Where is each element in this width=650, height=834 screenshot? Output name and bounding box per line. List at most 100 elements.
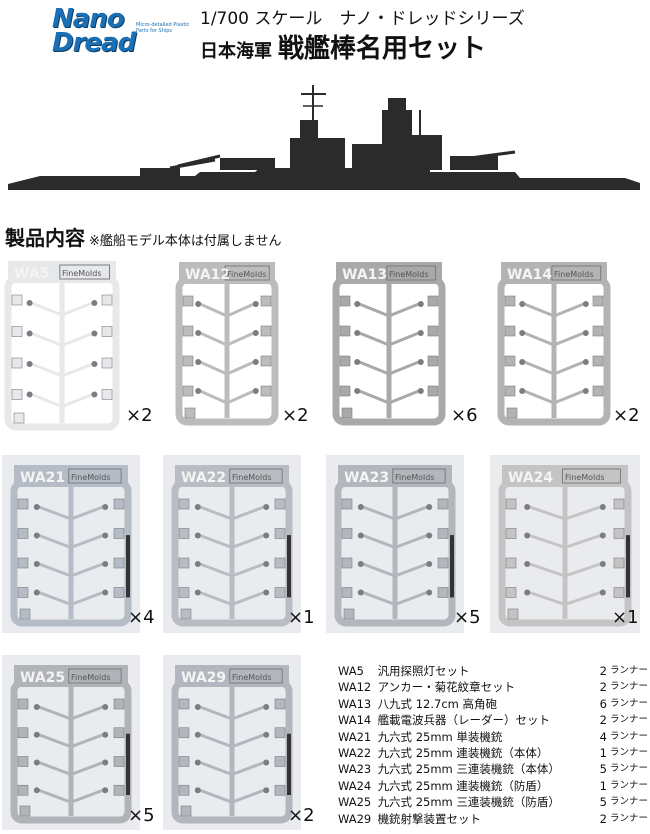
brand-label: FineMolds [395,473,435,482]
runner-count: 6 [599,696,607,711]
sprue-quantity: ×2 [282,405,309,426]
sprue-quantity: ×5 [454,607,481,628]
runner-count: 2 [599,664,607,678]
part-code: WA12 [338,680,372,695]
runner-count: 2 [599,713,607,728]
contents-note: ※艦船モデル本体は付属しません [89,234,282,249]
runner-count: 5 [599,795,607,810]
part-code: WA14 [338,713,372,728]
sprue-quantity: ×4 [128,607,155,628]
scale-series-label: 1/700 スケール ナノ・ドレッドシリーズ [200,9,525,29]
logo-line2: Dread [52,28,136,58]
brand-label: FineMolds [62,269,102,278]
sprue-card-wa21: WA21 FineMolds [2,455,140,633]
sprue-code-label: WA12 [185,267,230,283]
title-main: 戦艦棒名用セット [278,34,487,64]
runner-count: 5 [599,762,607,777]
runner-unit: ランナー [609,665,648,676]
runner-unit: ランナー [609,697,648,709]
part-name: 機銃射撃装置セット [377,811,482,826]
runner-count: 2 [599,680,607,695]
sprue-card-wa29: WA29 FineMolds [163,655,301,830]
brand-label: FineMolds [71,473,111,482]
brand-label: FineMolds [554,270,594,279]
sprue-code-label: WA21 [20,470,65,486]
runner-count: 4 [599,729,607,744]
sprue-quantity: ×6 [451,405,478,426]
runner-count: 1 [599,778,607,793]
part-code: WA29 [338,811,372,826]
sprue-image: WA29 FineMolds [163,655,301,830]
part-name: 九六式 25mm 三連装機銃（防盾） [377,795,560,810]
sprue-code-label: WA29 [181,670,226,686]
brand-label: FineMolds [232,673,272,682]
sprue-quantity: ×1 [612,607,639,628]
sprue-code-label: WA14 [507,267,552,283]
sprue-code-label: WA13 [342,267,387,283]
sprue-image: WA21 FineMolds [2,455,140,633]
sprue-code-label: WA25 [20,670,65,686]
part-code: WA24 [338,778,372,793]
part-code: WA25 [338,795,372,810]
sprue-quantity: ×5 [128,805,155,826]
brand-label: FineMolds [389,270,429,279]
title-prefix: 日本海軍 [200,41,272,62]
part-code: WA5 [338,664,364,678]
part-code: WA22 [338,745,372,760]
part-name: 汎用探照灯セット [377,664,470,678]
part-name: アンカー・菊花紋章セット [377,680,516,695]
nano-dread-logo: Nano Dread Micro-detailed Plastic Parts … [52,6,192,58]
part-name: 九六式 25mm 連装機銃（防盾） [377,778,549,793]
contents-heading: 製品内容 ※艦船モデル本体は付属しません [5,222,282,251]
sprue-quantity: ×2 [613,405,640,426]
runner-unit: ランナー [609,779,648,791]
runner-unit: ランナー [609,714,648,726]
runner-unit: ランナー [609,812,648,824]
part-code: WA13 [338,696,372,711]
brand-label: FineMolds [227,270,267,279]
runner-count: 2 [599,811,607,826]
sprue-code-label: WA23 [344,470,389,486]
sprue-quantity: ×2 [288,805,315,826]
contents-title: 製品内容 [5,226,85,250]
runner-count: 1 [599,745,607,760]
part-name: 八九式 12.7cm 高角砲 [377,696,498,711]
battleship-silhouette [8,85,640,190]
part-code: WA21 [338,729,372,744]
sprue-quantity: ×1 [288,607,315,628]
sprue-code-label: WA22 [181,470,226,486]
part-name: 九六式 25mm 三連装機銃（本体） [377,762,560,777]
brand-label: FineMolds [565,473,605,482]
part-name: 九六式 25mm 連装機銃（本体） [377,745,549,760]
sprue-quantity: ×2 [126,405,153,426]
runner-unit: ランナー [609,730,648,742]
part-name: 九六式 25mm 単装機銃 [377,729,503,744]
runner-unit: ランナー [609,681,648,693]
product-title: 日本海軍戦艦棒名用セット [200,28,486,65]
runner-unit: ランナー [609,746,648,758]
logo-line1: Nano [52,4,125,34]
logo-tagline: Micro-detailed Plastic Parts for Ships [136,22,190,34]
sprue-image: WA25 FineMolds [2,655,140,830]
brand-label: FineMolds [71,673,111,682]
part-name: 艦載電波兵器（レーダー）セット [377,713,551,728]
